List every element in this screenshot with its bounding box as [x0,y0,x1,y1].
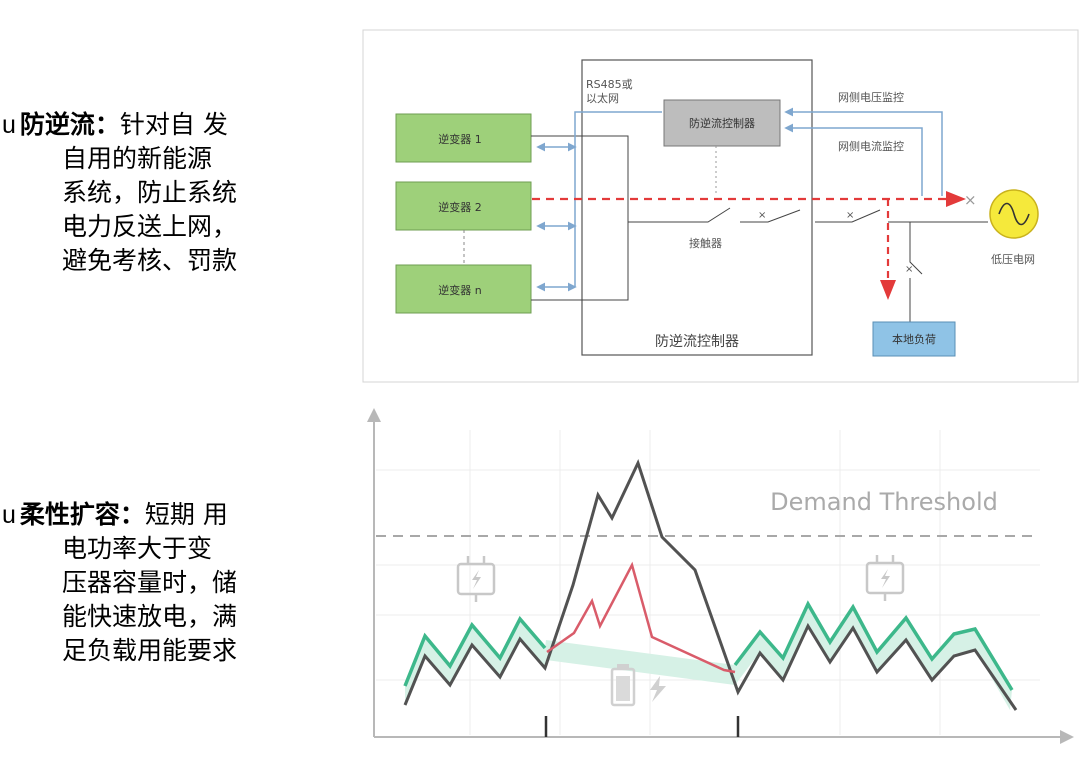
lightning-icon [650,676,666,702]
inverter-1 [395,113,532,163]
comm-label-line1: RS485或 [586,78,633,91]
x-axis-arrowhead [1060,730,1074,744]
y-axis-arrowhead [367,408,381,422]
bullet-text: 针对自 发 [119,110,228,139]
green-line-right [733,600,1014,691]
chart-grid [376,430,1040,735]
inverter-n-label: 逆变器 n [438,283,481,297]
plug-icon [865,555,905,601]
bullet-text: 短期 用 [144,500,228,529]
bullet-heading: 柔性扩容： [19,500,145,529]
bullet-text: 压器容量时，储 [62,568,238,597]
current-monitor-line [784,123,923,196]
current-monitor-label: 网侧电流监控 [838,139,904,153]
inverter-2 [395,181,532,231]
local-load-label: 本地负荷 [892,332,936,346]
bullet-heading: 防逆流： [19,110,120,139]
switch-mark-1: × [758,210,766,221]
blocked-mark: × [964,191,977,209]
bullet-text: 电力反送上网， [62,212,238,241]
local-load-box [872,321,956,357]
total-load-line [403,458,1018,711]
inverter-n [395,264,532,314]
comm-label-line2: 以太网 [586,92,619,105]
comm-bus-line [574,111,662,287]
bullet-text: 能快速放电，满 [62,602,238,631]
bullet-marker: u [2,111,16,139]
switch-mark-2: × [846,210,854,221]
voltage-monitor-line [784,107,943,196]
anti-backflow-diagram: 防逆流控制器 逆变器 1 逆变器 2 逆变器 n RS485或 以太网 防逆流控… [362,29,1079,383]
contactor-label: 接触器 [689,236,722,250]
green-line-left [403,615,547,687]
bullet-text: 自用的新能源 [62,144,213,173]
demand-threshold-label: Demand Threshold [770,488,998,516]
voltage-monitor-label: 网侧电压监控 [838,90,904,104]
controller-frame [581,59,813,356]
switch-mark-3: × [905,264,913,275]
inverter-2-label: 逆变器 2 [438,200,482,214]
controller-box-label: 防逆流控制器 [689,116,755,130]
grid-label: 低压电网 [991,253,1035,266]
reverse-flow-arrowhead [946,191,966,207]
power-line-b [740,209,801,223]
inverter-bus [531,135,629,301]
bullet-text: 避免考核、罚款 [62,246,238,275]
controller-frame-label: 防逆流控制器 [655,334,739,350]
battery-output-line [546,561,736,674]
bullet-text: 系统，防止系统 [62,178,238,207]
green-band-fill [405,604,1012,710]
plug-icon [456,556,496,602]
bullet-marker: u [2,501,16,529]
bullet-text: 电功率大于变 [62,534,213,563]
sine-wave-icon [998,202,1030,226]
load-branch-switch [909,222,923,275]
power-line-a [628,207,731,223]
power-line-c [815,209,881,223]
load-flow-arrowhead [880,280,896,300]
battery-icon [610,664,636,707]
peak-shaving-chart: Demand Threshold [367,408,1074,744]
inverter-1-label: 逆变器 1 [438,132,482,146]
bullet-text: 足负载用能要求 [62,636,238,665]
controller-box [663,99,781,147]
